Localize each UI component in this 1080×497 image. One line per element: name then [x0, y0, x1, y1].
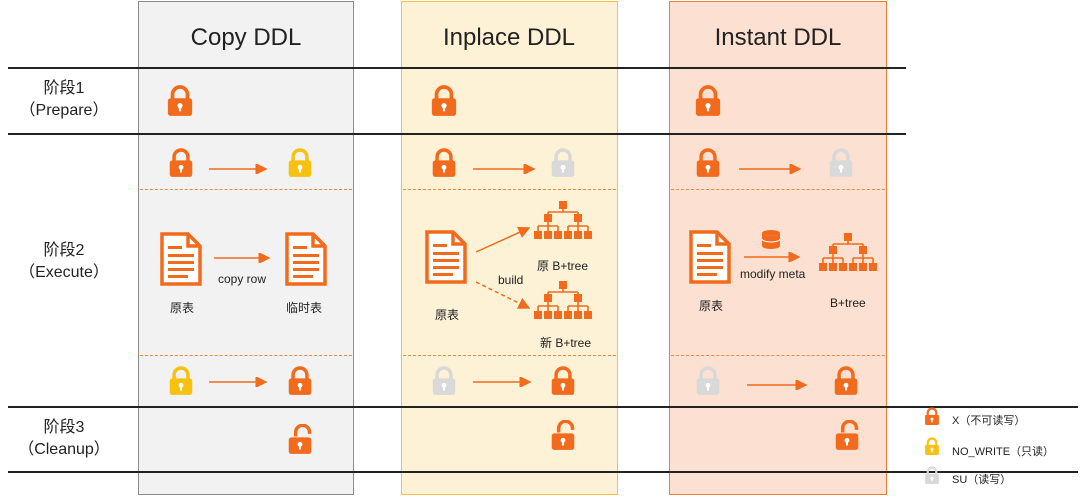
stage-cleanup-sub: （Cleanup）	[18, 441, 110, 458]
stage-cleanup-name: 阶段3	[43, 419, 85, 436]
legend-no-write-label: NO_WRITE（只读）	[952, 446, 1055, 458]
x-lock-icon	[430, 85, 458, 117]
arrow-icon	[475, 226, 531, 253]
old-tree-label: 原 B+tree	[537, 259, 589, 273]
stage-execute-sub: （Execute）	[19, 264, 109, 281]
no-write-lock-icon	[168, 366, 194, 396]
x-lock-icon	[166, 85, 194, 117]
arrow-icon	[209, 164, 268, 174]
copy-target-label: 临时表	[286, 301, 323, 315]
copy-ddl-title: Copy DDL	[190, 24, 302, 51]
stage-prepare-label: 阶段1 （Prepare）	[0, 78, 128, 122]
x-lock-icon	[168, 148, 194, 178]
su-lock-icon	[828, 148, 854, 178]
legend-no-write-lock-icon	[924, 437, 940, 456]
row-divider	[8, 133, 906, 135]
arrow-icon	[473, 377, 532, 387]
stage-execute-name: 阶段2	[43, 242, 85, 259]
dashed-divider	[671, 355, 885, 356]
arrow-icon	[473, 164, 536, 174]
legend-su-lock-icon	[924, 466, 940, 485]
stage-cleanup-label: 阶段3 （Cleanup）	[0, 417, 128, 461]
unlocked-padlock-icon	[287, 424, 313, 456]
x-lock-icon	[833, 366, 859, 396]
temp-table-document-icon	[285, 232, 327, 286]
instant-ddl-title: Instant DDL	[714, 24, 842, 51]
legend-su-label: SU（读写）	[952, 474, 1012, 486]
instant-action-label: modify meta	[740, 267, 806, 281]
b-plus-tree-icon	[818, 232, 878, 278]
arrow-icon	[747, 380, 808, 390]
copy-action-label: copy row	[218, 272, 267, 286]
source-table-document-icon	[689, 230, 731, 284]
arrow-icon	[744, 252, 801, 262]
stage-execute-label: 阶段2 （Execute）	[0, 240, 128, 284]
database-icon	[760, 229, 782, 251]
source-table-document-icon	[425, 230, 467, 284]
source-table-document-icon	[160, 232, 202, 286]
dashed-divider	[403, 355, 616, 356]
su-lock-icon	[550, 148, 576, 178]
no-write-lock-icon	[287, 148, 313, 178]
su-lock-icon	[695, 366, 721, 396]
arrow-icon	[214, 253, 271, 263]
row-divider	[8, 471, 1078, 473]
su-lock-icon	[431, 366, 457, 396]
x-lock-icon	[431, 148, 457, 178]
stage-prepare-name: 阶段1	[43, 80, 85, 97]
inplace-ddl-title: Inplace DDL	[442, 24, 576, 51]
legend-x-lock-icon	[924, 407, 940, 426]
row-divider	[8, 67, 906, 69]
row-divider	[8, 406, 1078, 408]
new-tree-label: 新 B+tree	[540, 336, 592, 350]
x-lock-icon	[550, 366, 576, 396]
x-lock-icon	[695, 148, 721, 178]
unlocked-padlock-icon	[550, 420, 576, 452]
dashed-divider	[403, 189, 616, 190]
legend-x-label: X（不可读写）	[952, 415, 1026, 427]
arrow-icon	[739, 164, 802, 174]
b-plus-tree-icon	[533, 200, 593, 246]
dashed-arrow-icon	[475, 281, 531, 309]
inplace-source-label: 原表	[435, 308, 460, 322]
stage-prepare-sub: （Prepare）	[19, 102, 109, 119]
arrow-icon	[209, 377, 268, 387]
x-lock-icon	[694, 85, 722, 117]
copy-source-label: 原表	[170, 301, 195, 315]
instant-source-label: 原表	[699, 299, 724, 313]
dashed-divider	[671, 189, 885, 190]
unlocked-padlock-icon	[834, 420, 860, 452]
instant-tree-label: B+tree	[830, 296, 866, 310]
dashed-divider	[140, 189, 352, 190]
inplace-action-label: build	[498, 273, 524, 287]
b-plus-tree-icon	[533, 280, 593, 326]
dashed-divider	[140, 355, 352, 356]
x-lock-icon	[287, 366, 313, 396]
